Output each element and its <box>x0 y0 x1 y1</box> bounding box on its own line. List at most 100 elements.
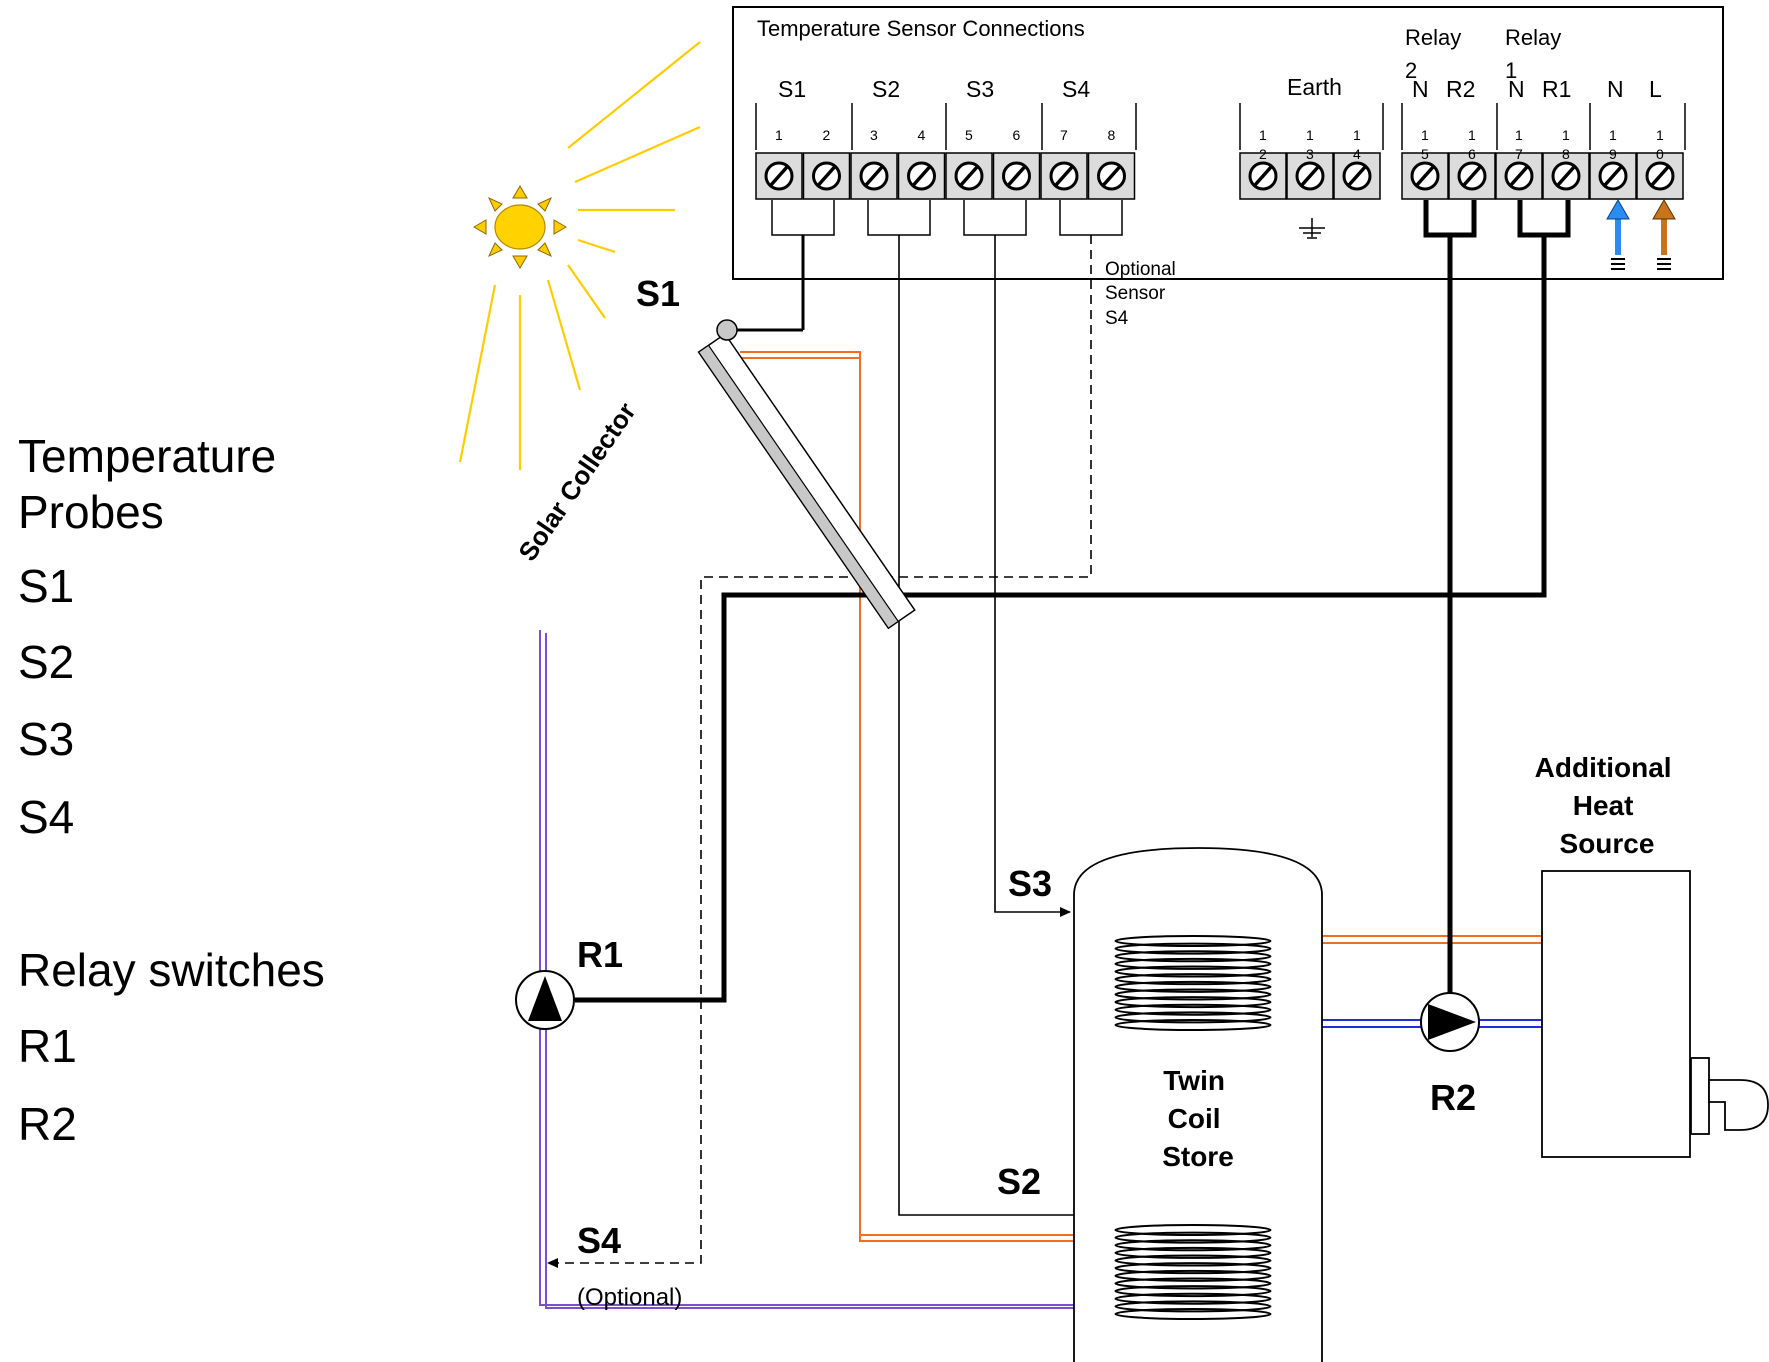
sun-disc <box>494 204 546 250</box>
label-s2: S2 <box>997 1161 1041 1202</box>
sensor-s1-probe <box>716 319 738 341</box>
optional-sensor-note-line2: Sensor <box>1105 283 1166 304</box>
solar-collector <box>697 332 916 630</box>
terminal-number: 9 <box>1609 146 1617 162</box>
lower-heat-coil <box>1114 1224 1272 1320</box>
hot-flow-pipe-solar <box>740 351 1120 1242</box>
coil-turn <box>1114 1269 1272 1282</box>
coil-turn <box>1114 988 1272 1001</box>
optional-sensor-note: Optional Sensor S4 <box>1105 259 1181 329</box>
coil-turn <box>1114 1277 1272 1290</box>
relay2-label-line2: 2 <box>1405 58 1417 83</box>
relay2-label-line1: Relay <box>1405 25 1461 50</box>
coil-turn <box>1114 1246 1272 1259</box>
terminal-number: 5 <box>1421 146 1429 162</box>
terminal-label-s3: S3 <box>966 76 994 102</box>
terminal-number: 4 <box>918 127 926 143</box>
relay1-label: Relay 1 <box>1505 25 1567 83</box>
terminal-number: 8 <box>1108 127 1116 143</box>
legend-probe-s3: S3 <box>18 713 75 765</box>
coil-turn <box>1114 973 1272 986</box>
terminal-screw <box>802 152 851 200</box>
upper-heat-coil <box>1114 935 1272 1031</box>
terminal-blocks <box>755 152 1684 200</box>
terminal-number: 0 <box>1656 146 1664 162</box>
label-s1: S1 <box>636 273 680 314</box>
terminal-label-r1: R1 <box>1542 76 1571 102</box>
coil-turn <box>1114 996 1272 1009</box>
sun-rays <box>458 41 701 470</box>
terminal-number: 2 <box>1259 146 1267 162</box>
terminal-number: 1 <box>775 127 783 143</box>
terminal-number: 1 <box>1515 127 1523 143</box>
additional-heat-source-box <box>1541 870 1691 1158</box>
terminal-screw <box>1542 152 1590 200</box>
coil-turn <box>1114 1254 1272 1267</box>
terminal-label-n-relay1: N <box>1508 76 1525 102</box>
pump-r2 <box>1420 992 1480 1052</box>
terminal-label-s4: S4 <box>1062 76 1090 102</box>
terminal-number: 1 <box>1656 127 1664 143</box>
terminal-number: 3 <box>1306 146 1314 162</box>
terminal-screw <box>1401 152 1449 200</box>
label-r1: R1 <box>577 934 623 975</box>
legend-probes-title-line2: Probes <box>18 486 164 538</box>
coil-turn <box>1114 1224 1272 1236</box>
heat-source-label-line2: Heat <box>1573 790 1634 821</box>
terminal-number: 4 <box>1353 146 1361 162</box>
coil-turn <box>1114 1292 1272 1305</box>
terminal-label-s2: S2 <box>872 76 900 102</box>
terminal-screw <box>945 152 993 200</box>
terminal-number: 7 <box>1515 146 1523 162</box>
terminal-screw <box>1589 152 1637 200</box>
heat-source-label-line3: Source <box>1560 828 1655 859</box>
terminal-group-dividers <box>755 103 1686 150</box>
label-r2: R2 <box>1430 1077 1476 1118</box>
terminal-number: 3 <box>870 127 878 143</box>
legend-relay-r2: R2 <box>18 1098 77 1150</box>
sun-points <box>473 185 567 269</box>
terminal-screw <box>850 152 898 200</box>
coil-turn <box>1114 1231 1272 1244</box>
coil-turn <box>1114 965 1272 978</box>
legend-probe-s2: S2 <box>18 636 75 688</box>
store-label: Twin Coil Store <box>1162 1065 1234 1172</box>
coil-turn <box>1114 1239 1272 1252</box>
legend-probes-title: Temperature Probes <box>18 428 276 540</box>
coil-turn <box>1114 1003 1272 1016</box>
terminal-screw <box>992 152 1041 200</box>
terminal-label-n-power: N <box>1607 76 1624 102</box>
terminal-number: 1 <box>1609 127 1617 143</box>
terminal-screw <box>897 152 946 200</box>
coil-turn <box>1114 1019 1272 1031</box>
optional-sensor-note-line1: Optional <box>1105 259 1176 280</box>
terminal-label-l-power: L <box>1649 76 1662 102</box>
terminal-screw <box>755 152 803 200</box>
legend-probe-s4: S4 <box>18 791 75 843</box>
terminal-screw <box>1239 152 1287 200</box>
terminal-screw <box>1286 152 1334 200</box>
terminal-screw <box>1495 152 1543 200</box>
legend-relay-r1: R1 <box>18 1020 77 1072</box>
twin-coil-store <box>1073 847 1323 1362</box>
terminal-number: 1 <box>1259 127 1267 143</box>
burner-icon <box>1690 1057 1769 1135</box>
relay1-label-line1: Relay <box>1505 25 1561 50</box>
terminal-screw <box>1333 152 1381 200</box>
terminal-number: 1 <box>1468 127 1476 143</box>
label-s4-optional: (Optional) <box>577 1284 682 1311</box>
store-label-line2: Coil <box>1168 1103 1221 1134</box>
legend-relays-title: Relay switches <box>18 944 325 996</box>
terminal-number: 1 <box>1562 127 1570 143</box>
sun-icon <box>458 41 701 470</box>
sensor-wire-s3 <box>994 235 1071 917</box>
terminal-label-s1: S1 <box>778 76 806 102</box>
store-label-line1: Twin <box>1163 1065 1225 1096</box>
terminal-number: 1 <box>1421 127 1429 143</box>
sensor-wire-s4-optional <box>547 235 1092 1268</box>
relay-wire-r1 <box>575 235 1547 1003</box>
coil-turn <box>1114 957 1272 970</box>
label-s3: S3 <box>1008 863 1052 904</box>
